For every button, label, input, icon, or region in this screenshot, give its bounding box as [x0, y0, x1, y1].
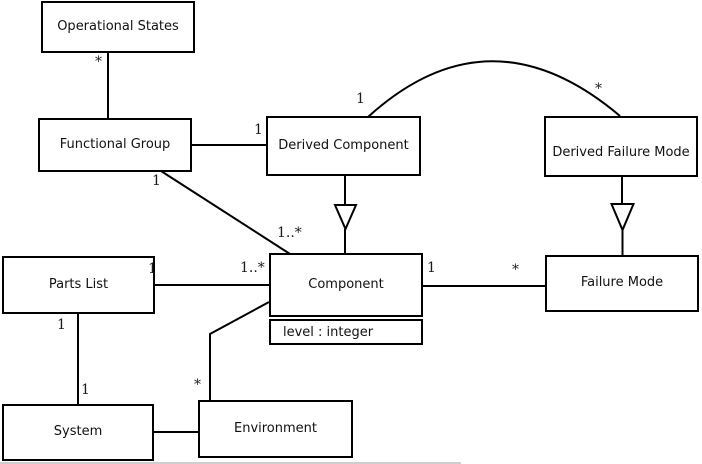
- multiplicity-parts-list-bottom-1: 1: [57, 317, 66, 333]
- class-box-derived-failure-mode: Derived Failure Mode: [544, 116, 698, 177]
- multiplicity-component-top-1-star: 1..*: [277, 225, 302, 241]
- class-box-parts-list: Parts List: [2, 256, 155, 314]
- multiplicity-operational-states-star: *: [95, 54, 102, 70]
- multiplicity-component-left-1-star: 1..*: [240, 260, 265, 276]
- class-box-system: System: [2, 404, 154, 461]
- multiplicity-environment-star: *: [194, 377, 201, 393]
- class-box-environment: Environment: [198, 400, 353, 458]
- class-box-failure-mode: Failure Mode: [545, 255, 699, 312]
- multiplicity-functional-group-1: 1: [152, 173, 161, 189]
- multiplicity-derived-component-1: 1: [254, 122, 263, 138]
- generalization-triangle-derived-component: [333, 204, 358, 232]
- class-box-operational-states: Operational States: [41, 1, 195, 53]
- multiplicity-arc-derived-component-1: 1: [356, 91, 365, 107]
- association-functional-group-component: [160, 170, 291, 255]
- class-box-component: Component: [269, 253, 423, 317]
- multiplicity-system-top-1: 1: [81, 382, 90, 398]
- multiplicity-component-right-1: 1: [427, 260, 436, 276]
- class-box-component-attribute-compartment: level : integer: [269, 319, 423, 345]
- class-box-derived-component: Derived Component: [266, 116, 421, 176]
- multiplicity-failure-mode-star: *: [512, 262, 519, 278]
- association-environment-component: [209, 301, 270, 400]
- multiplicity-parts-list-1: 1: [148, 261, 157, 277]
- multiplicity-arc-derived-failure-mode-star: *: [595, 81, 602, 97]
- generalization-triangle-derived-failure-mode: [609, 203, 636, 233]
- class-box-functional-group: Functional Group: [38, 118, 192, 172]
- association-derived-component-derived-failure-mode-arc: [367, 60, 621, 118]
